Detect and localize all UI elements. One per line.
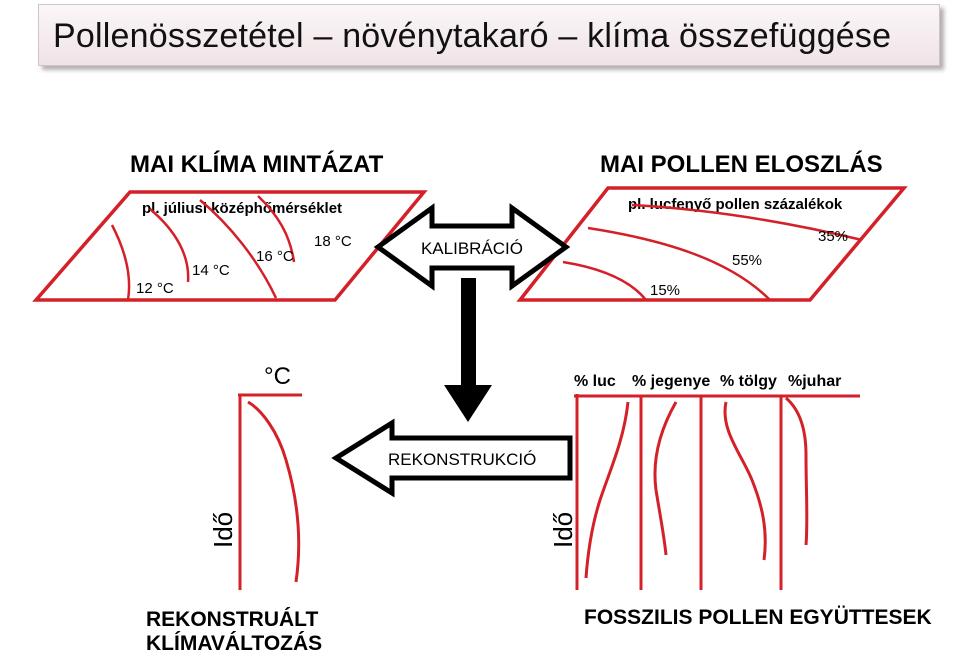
climate-map-heading: MAI KLÍMA MINTÁZAT — [130, 150, 384, 178]
slide-title: Pollenösszetétel – növénytakaró – klíma … — [53, 17, 892, 55]
title-bar: Pollenösszetétel – növénytakaró – klíma … — [38, 4, 940, 66]
curve-caption-line2: KLÍMAVÁLTOZÁS — [146, 632, 322, 653]
isotherm-14 — [149, 208, 190, 283]
isoline-35 — [631, 203, 863, 242]
pollen-map-subtitle-bg — [624, 193, 874, 213]
fossil-pollen-diagram: % luc % jegenye % tölgy %juhar Idő FOSSZ… — [548, 373, 932, 629]
reconstructed-curve-panel: °C Idő REKONSTRUÁLT KLÍMAVÁLTOZÁS — [146, 363, 322, 653]
isoline-55 — [587, 226, 771, 301]
calibration-label: KALIBRÁCIÓ — [421, 239, 523, 258]
column-header-tolgy: % tölgy — [720, 373, 777, 390]
isotherm-18 — [257, 195, 296, 263]
down-arrow — [444, 278, 492, 422]
column-header-jegenye: % jegenye — [632, 373, 710, 390]
curve-caption-line1: REKONSTRUÁLT — [146, 608, 318, 631]
reconstruction-arrow: REKONSTRUKCIÓ — [331, 418, 573, 498]
pollen-map-heading: MAI POLLEN ELOSZLÁS — [600, 150, 883, 178]
pollen-map-subtitle: pl. lucfenyő pollen százalékok — [628, 196, 843, 213]
fossil-caption: FOSSZILIS POLLEN EGYÜTTESEK — [584, 606, 932, 629]
pollen-map-frame — [516, 186, 908, 302]
climate-map: MAI KLÍMA MINTÁZAT pl. júliusi középhőmé… — [32, 150, 428, 302]
climate-map-subtitle: pl. júliusi középhőmérséklet — [142, 200, 342, 217]
reconstruction-arrow-shape — [331, 418, 573, 498]
isoline-label-55: 55% — [732, 252, 762, 269]
pollen-map: MAI POLLEN ELOSZLÁS pl. lucfenyő pollen … — [516, 150, 908, 302]
isotherm-label-12: 12 °C — [136, 280, 174, 297]
pollen-curve-jegenye — [653, 401, 678, 556]
isoline-15 — [562, 260, 647, 301]
isoline-label-35: 35% — [818, 228, 848, 245]
pollen-curve-juhar — [784, 396, 809, 546]
climate-map-subtitle-bg — [138, 197, 374, 217]
temperature-curve — [247, 400, 301, 583]
calibration-arrow: KALIBRÁCIÓ — [373, 203, 571, 291]
fossil-time-label: Idő — [548, 512, 578, 548]
pollen-curve-luc — [584, 401, 630, 579]
isotherm-12 — [110, 224, 131, 301]
curve-time-label: Idő — [208, 512, 238, 548]
column-header-luc: % luc — [574, 373, 616, 390]
isotherm-16 — [199, 199, 278, 299]
temperature-unit: °C — [264, 363, 291, 390]
double-arrow-shape — [373, 203, 571, 291]
isoline-label-15: 15% — [650, 282, 680, 299]
isotherm-label-18: 18 °C — [314, 233, 352, 250]
climate-map-frame — [32, 190, 428, 302]
isotherm-label-16: 16 °C — [256, 248, 294, 265]
pollen-curve-tolgy — [723, 401, 767, 561]
column-header-juhar: %juhar — [788, 373, 841, 390]
reconstruction-label: REKONSTRUKCIÓ — [388, 450, 536, 469]
isotherm-label-14: 14 °C — [192, 262, 230, 279]
